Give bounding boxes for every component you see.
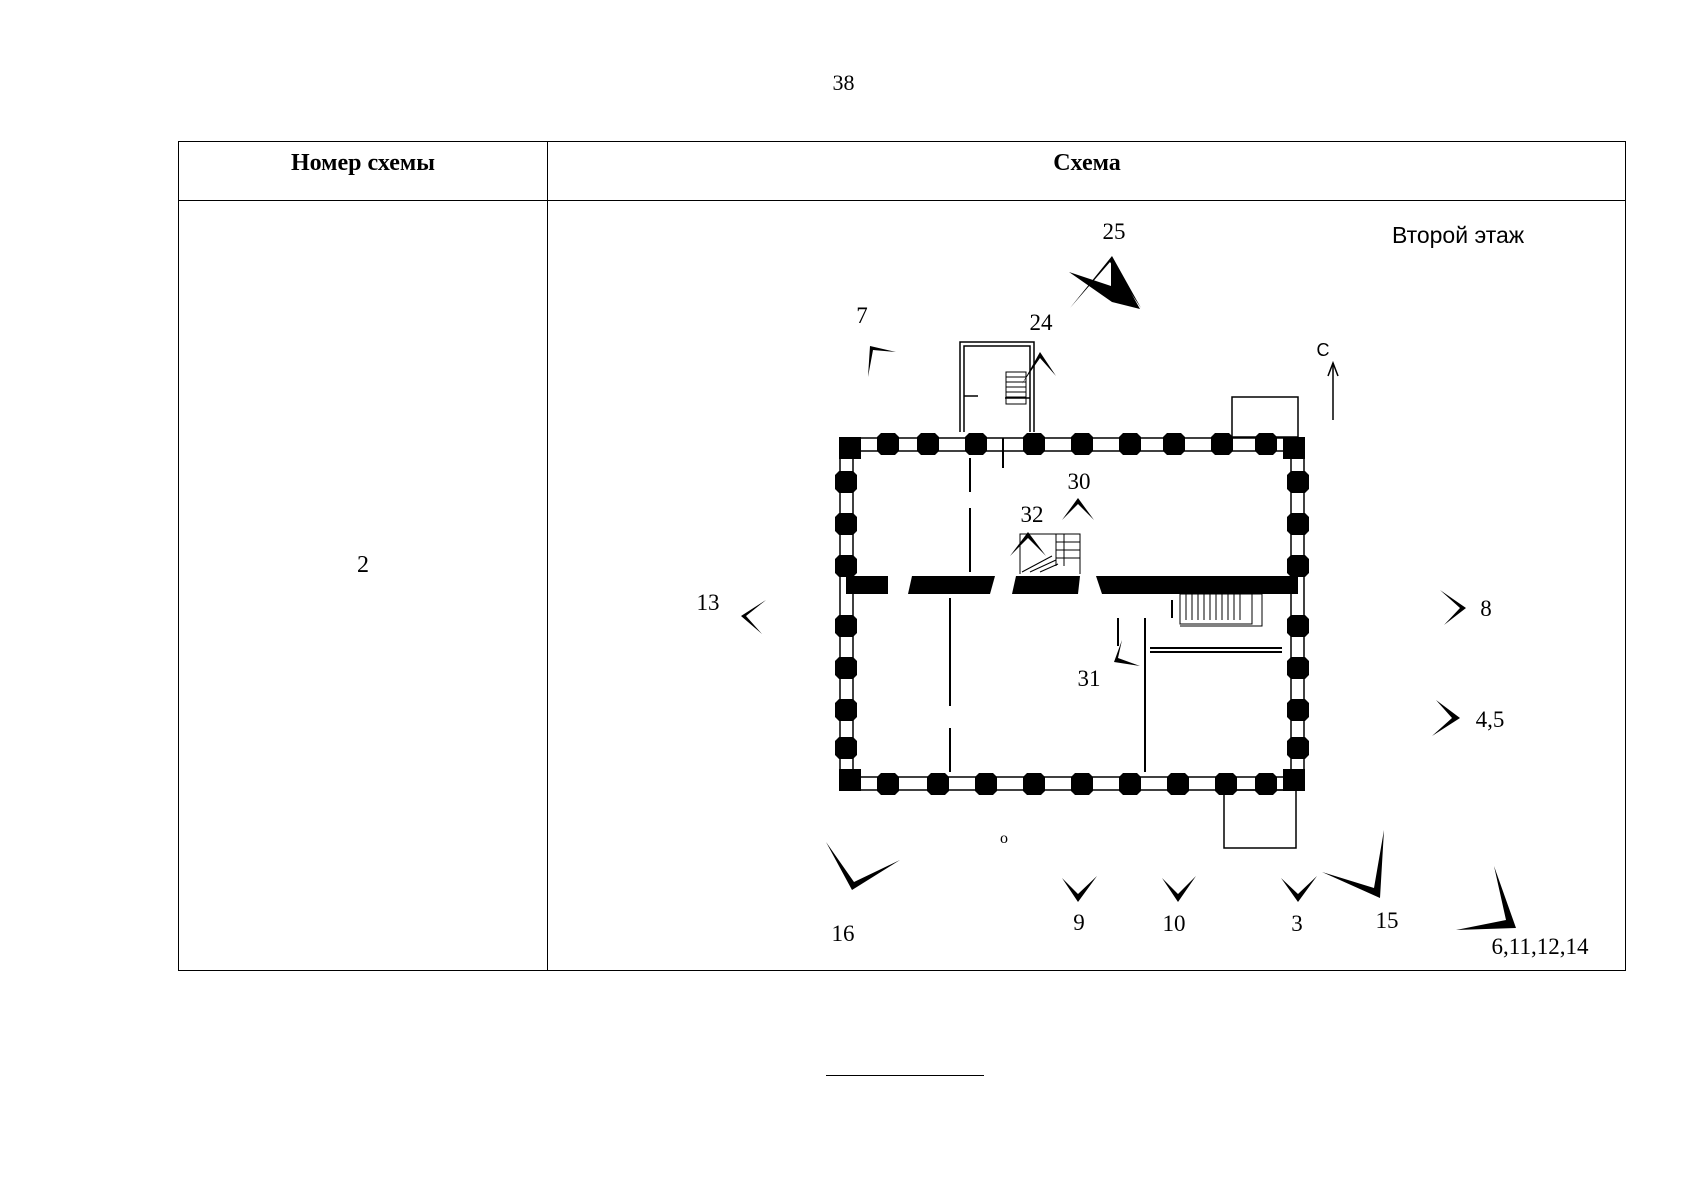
south-east-annex bbox=[1223, 789, 1297, 849]
central-staircase-icon bbox=[1019, 533, 1081, 574]
viewpoint-16-icon bbox=[826, 842, 900, 890]
interior-walls bbox=[846, 438, 1298, 772]
header-scheme: Схема bbox=[1053, 150, 1121, 176]
exterior-walls bbox=[835, 433, 1309, 795]
east-staircase-icon bbox=[1179, 593, 1263, 627]
viewpoint-24-icon bbox=[1022, 352, 1056, 384]
viewpoint-3-label: 3 bbox=[1291, 911, 1303, 936]
viewpoint-16-label: 16 bbox=[832, 921, 855, 946]
viewpoint-4-5-icon bbox=[1432, 700, 1460, 736]
viewpoint-6-11-12-14-label: 6,11,12,14 bbox=[1492, 934, 1589, 959]
viewpoint-30-label: 30 bbox=[1068, 469, 1091, 494]
viewpoint-10-icon bbox=[1162, 876, 1196, 902]
viewpoint-9-label: 9 bbox=[1073, 910, 1085, 935]
small-mark: о bbox=[1000, 830, 1008, 847]
viewpoint-15-label: 15 bbox=[1376, 908, 1399, 933]
page-number: 38 bbox=[832, 70, 855, 95]
scheme-number-cell: 2 bbox=[357, 552, 369, 578]
viewpoint-31-icon bbox=[1114, 640, 1140, 666]
viewpoint-7-label: 7 bbox=[856, 303, 868, 328]
viewpoint-24-label: 24 bbox=[1030, 310, 1054, 335]
viewpoint-13-label: 13 bbox=[697, 590, 720, 615]
viewpoint-15-icon bbox=[1322, 830, 1384, 898]
annex-staircase-icon bbox=[1005, 371, 1027, 405]
header-scheme-number: Номер схемы bbox=[290, 150, 436, 176]
viewpoint-32-label: 32 bbox=[1021, 502, 1044, 527]
viewpoint-13-icon bbox=[741, 600, 766, 634]
footnote-separator bbox=[826, 1075, 984, 1076]
viewpoint-25-label: 25 bbox=[1103, 219, 1126, 244]
viewpoint-10-label: 10 bbox=[1163, 911, 1186, 936]
viewpoint-8-icon bbox=[1440, 590, 1466, 625]
column-divider bbox=[547, 142, 548, 970]
viewpoint-6-11-12-14-icon bbox=[1456, 866, 1516, 930]
north-east-annex bbox=[1231, 396, 1299, 438]
viewpoint-3-icon bbox=[1281, 876, 1317, 902]
viewpoint-25-icon bbox=[1069, 257, 1140, 309]
floor-label: Второй этаж bbox=[1392, 222, 1525, 248]
header-divider bbox=[179, 200, 1625, 201]
viewpoint-32-icon bbox=[1010, 532, 1046, 556]
viewpoint-4-5-label: 4,5 bbox=[1476, 707, 1505, 732]
viewpoint-9-icon bbox=[1062, 876, 1097, 902]
viewpoint-30-icon bbox=[1062, 498, 1094, 520]
viewpoint-31-label: 31 bbox=[1078, 666, 1101, 691]
north-arrow-icon bbox=[1327, 360, 1339, 420]
north-label: С bbox=[1317, 340, 1330, 360]
scheme-table: Номер схемы Схема 2 bbox=[178, 141, 1626, 971]
viewpoint-8-label: 8 bbox=[1480, 596, 1492, 621]
viewpoint-7-icon bbox=[868, 346, 896, 377]
